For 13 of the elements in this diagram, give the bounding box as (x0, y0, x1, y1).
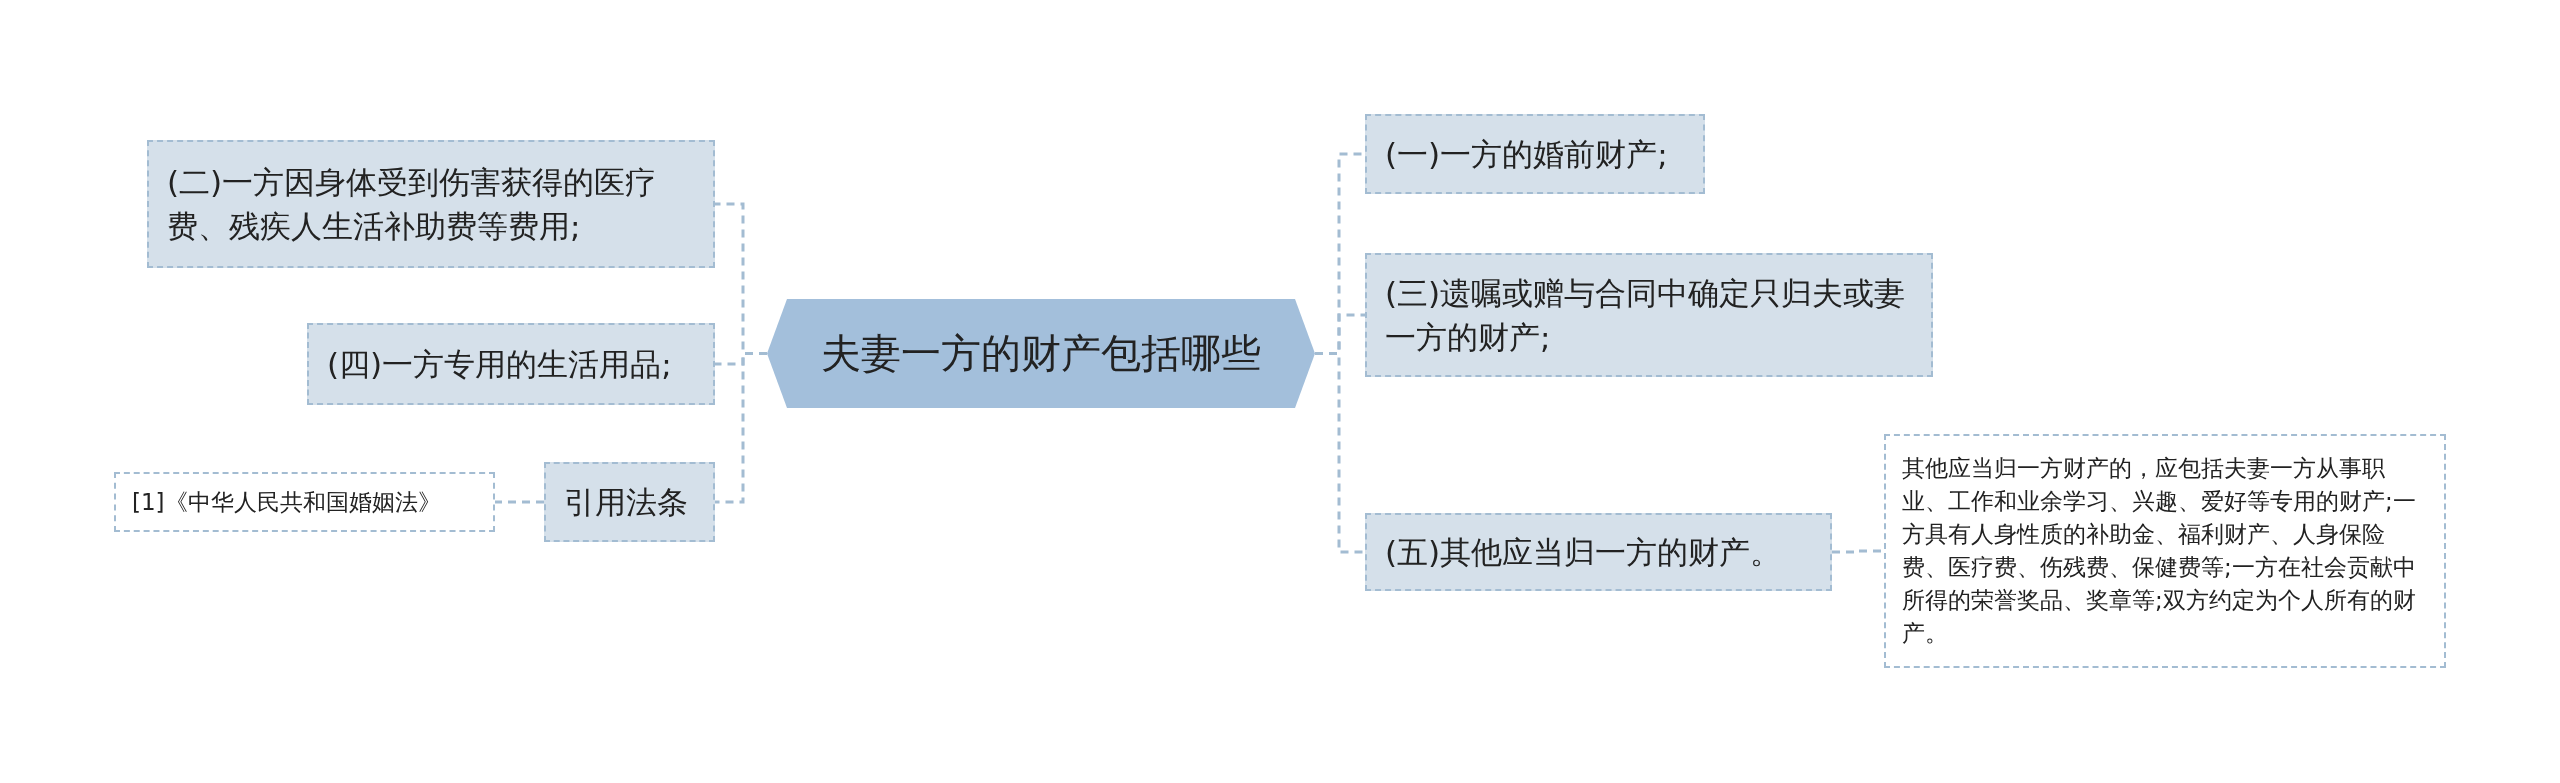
central-topic-hexagon: 夫妻一方的财产包括哪些 (767, 299, 1315, 408)
topic-box: (二)一方因身体受到伤害获得的医疗费、残疾人生活补助费等费用; (147, 140, 715, 268)
topic-box: (一)一方的婚前财产; (1365, 114, 1705, 194)
topic-box: 引用法条 (544, 462, 715, 542)
topic-box: (五)其他应当归一方的财产。 (1365, 513, 1832, 591)
topic-box: (三)遗嘱或赠与合同中确定只归夫或妻一方的财产; (1365, 253, 1933, 377)
note-box: 其他应当归一方财产的，应包括夫妻一方从事职业、工作和业余学习、兴趣、爱好等专用的财产;一方具有人身性质的补助金、福利财产、人身保险费、医疗费、伤残费、保健费等;一方在社会贡献中所得的荣誉奖品、奖章等;双方约定为个人所有的财产。 (1884, 434, 2446, 668)
note-box: [1]《中华人民共和国婚姻法》 (114, 472, 495, 532)
connector-line (1832, 549, 1884, 554)
connector-line (1315, 352, 1365, 554)
connector-line (495, 500, 544, 504)
connector-line (715, 352, 767, 504)
topic-box: (四)一方专用的生活用品; (307, 323, 715, 405)
